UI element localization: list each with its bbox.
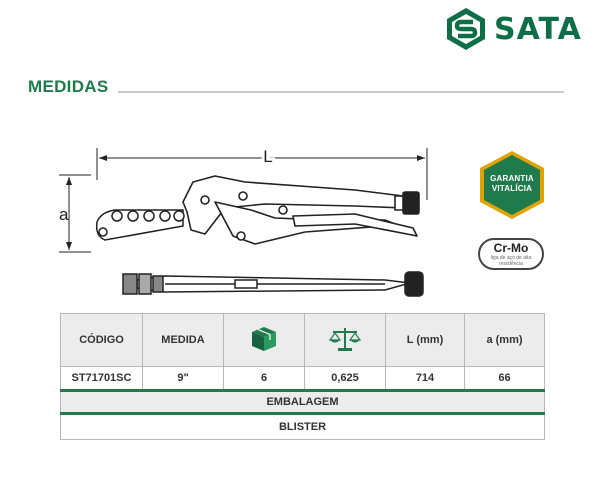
- cell-weight: 0,625: [304, 366, 386, 391]
- material-label: Cr-Mo: [493, 241, 529, 255]
- section-title: MEDIDAS: [28, 77, 109, 96]
- cell-length: 714: [385, 366, 465, 391]
- cell-box-qty: 6: [223, 366, 305, 391]
- spec-table: CÓDIGO MEDIDA L (mm) a (mm) ST7: [60, 313, 545, 440]
- header-box-qty: [223, 313, 305, 367]
- pliers-top-view: [122, 271, 424, 297]
- header-height: a (mm): [464, 313, 545, 367]
- sata-hexagon-icon: [447, 8, 485, 50]
- table-header-row: CÓDIGO MEDIDA L (mm) a (mm): [60, 313, 545, 367]
- header-size: MEDIDA: [142, 313, 224, 367]
- brand-name: SATA: [494, 11, 582, 47]
- lifetime-warranty-badge: GARANTIA VITALÍCIA: [476, 150, 548, 220]
- warranty-line-2: VITALÍCIA: [491, 184, 533, 193]
- cell-size: 9": [142, 366, 224, 391]
- crmo-material-badge: Cr-Mo liga de aço de alta resistência: [478, 238, 544, 270]
- warranty-hexagon-icon: [480, 151, 544, 219]
- packaging-label: EMBALAGEM: [60, 389, 545, 414]
- pliers-side-view: [182, 175, 420, 245]
- warranty-line-1: GARANTIA: [490, 174, 534, 183]
- dimension-l-label: L: [263, 147, 272, 166]
- box-icon: [252, 326, 276, 351]
- table-row: ST71701SC 9" 6 0,625 714 66: [60, 366, 545, 391]
- chain-side-view: [95, 209, 185, 241]
- packaging-value-row: BLISTER: [60, 412, 545, 440]
- section-divider: [118, 91, 564, 93]
- cell-height: 66: [464, 366, 545, 391]
- packaging-value: BLISTER: [60, 412, 545, 440]
- material-sublabel: liga de aço de alta resistência: [490, 255, 532, 267]
- pliers-drawing: L a: [59, 144, 428, 297]
- header-code: CÓDIGO: [60, 313, 143, 367]
- scale-icon: [328, 327, 362, 351]
- sata-logo: SATA: [444, 6, 596, 52]
- header-length: L (mm): [385, 313, 465, 367]
- packaging-header-row: EMBALAGEM: [60, 389, 545, 414]
- dimension-a-label: a: [59, 205, 69, 224]
- cell-code: ST71701SC: [60, 366, 143, 391]
- header-weight: [304, 313, 386, 367]
